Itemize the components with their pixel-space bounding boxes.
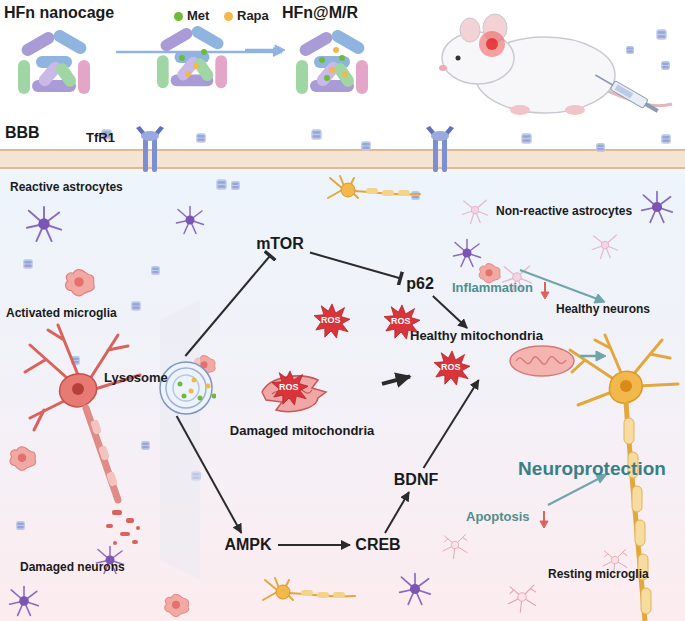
ros-label: ROS [279, 382, 299, 392]
tfr1-receptor [136, 126, 454, 172]
organelle-node: Lysosome [104, 356, 216, 416]
cell-label: Resting microglia [548, 567, 649, 581]
legend-text: Met [187, 8, 209, 23]
neuron [263, 578, 355, 600]
pathway-node: mTOR [250, 232, 310, 256]
cell-label: Activated microglia [6, 306, 117, 320]
node-text: HFn@M/R [282, 4, 358, 22]
nanoparticles [16, 29, 671, 530]
cell-label: Damaged neurons [20, 560, 125, 574]
ros-label: ROS [321, 315, 341, 325]
bbb-band [0, 150, 685, 168]
drug-loading-cage [157, 24, 227, 88]
node-text: Lysosome [104, 370, 168, 385]
connector-arrow [116, 51, 282, 54]
receptor-label: TfR1 [86, 130, 115, 145]
pathway-node: AMPK [218, 533, 278, 557]
pathway-node: BDNF [388, 468, 444, 492]
mouse [439, 14, 672, 115]
connector-arrow [433, 296, 467, 328]
layer-label: BBB [5, 124, 40, 142]
cell-label: Reactive astrocytes [10, 180, 123, 194]
node-text: AMPK [224, 536, 271, 554]
cell-label: Healthy neurons [556, 302, 650, 316]
nanocage-label: HFn@M/R [282, 4, 382, 100]
cell-label: Non-reactive astrocytes [496, 204, 632, 218]
pathway-node: CREB [350, 533, 406, 557]
node-text: mTOR [256, 235, 304, 253]
node-text: BDNF [394, 471, 438, 489]
node-text: p62 [406, 275, 434, 293]
connector-arrow [310, 253, 400, 279]
ros-burst [272, 304, 470, 405]
nanocage [18, 28, 90, 94]
pathway-node: p62 [400, 272, 440, 296]
node-text: HFn nanocage [4, 4, 114, 22]
neuron [328, 176, 420, 198]
nanocage-label: HFn nanocage [4, 4, 116, 100]
loaded-nanocage [296, 28, 368, 94]
node-text: Damaged mitochondria [230, 423, 374, 438]
node-text: Neuroprotection [518, 458, 666, 480]
outcome-node: Neuroprotection [508, 454, 676, 484]
organelle-node: Healthy mitochondria [410, 328, 580, 380]
effect-label: Apoptosis [466, 509, 530, 524]
healthy-mitochondrion [510, 346, 574, 376]
connector-arrow [185, 256, 270, 356]
syringe [593, 71, 660, 116]
connector-arrow [177, 416, 242, 533]
connector-arrow [385, 492, 409, 533]
effect-label: Inflammation [452, 280, 533, 295]
decrease-arrow [540, 282, 549, 528]
legend-swatch [224, 12, 233, 21]
node-text: Healthy mitochondria [410, 328, 543, 343]
legend-swatch [174, 12, 183, 21]
connector-arrow [382, 376, 410, 383]
damaged-neuron [25, 300, 200, 580]
connector-arrow [424, 380, 479, 468]
organelle-node: Damaged mitochondria [222, 372, 382, 438]
lysosome-shape [104, 356, 216, 416]
ros-label: ROS [441, 362, 461, 372]
connector-arrow [278, 544, 350, 546]
glial-cells [10, 192, 673, 617]
node-text: CREB [355, 536, 400, 554]
legend-text: Rapa [237, 8, 269, 23]
ros-label: ROS [391, 316, 411, 326]
